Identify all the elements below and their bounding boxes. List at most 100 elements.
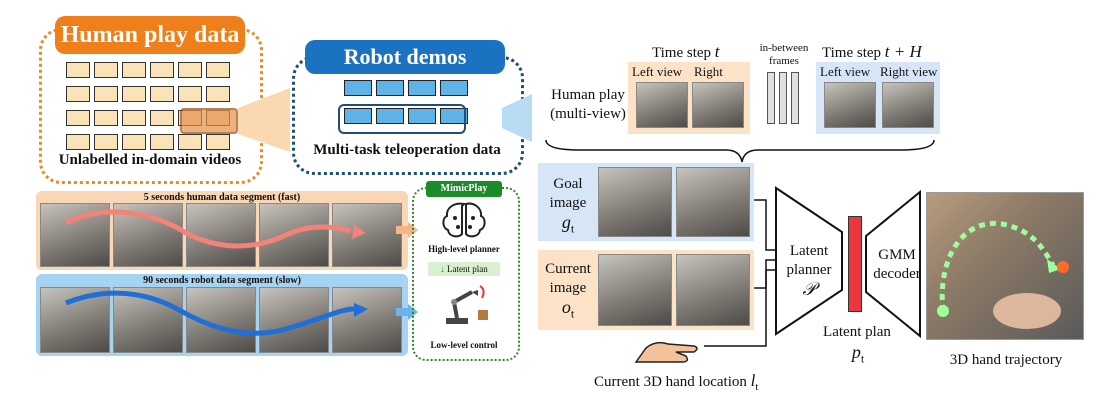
human-data-cell [122, 62, 146, 78]
human-data-cell [150, 62, 174, 78]
time-step-tH-panel: Left view Right view [816, 62, 940, 134]
plan-symbol-sub: t [860, 351, 865, 366]
robot-segment-frame [332, 287, 402, 353]
segment-frames [0, 0, 402, 353]
human-data-cell [66, 134, 90, 150]
human-data-cell [94, 134, 118, 150]
robot-data-cell [376, 108, 404, 124]
human-data-cell [150, 110, 174, 126]
gmm-line1: GMM [878, 247, 916, 263]
robot-demos-highlight [338, 104, 466, 134]
robot-demos-connector [502, 94, 532, 142]
human-play-caption: Unlabelled in-domain videos [58, 152, 242, 168]
goal-image-panel: Goal image gt [538, 163, 754, 241]
human-segment-label: 5 seconds human data segment (fast) [143, 192, 301, 203]
latent-plan-label: Latent plan [823, 324, 891, 340]
human-right-view-frame-tH [882, 82, 934, 128]
human-left-view-frame-t [636, 82, 688, 128]
human-to-robot-connector [238, 88, 290, 152]
hand-location-symbol: l [750, 371, 756, 390]
current-left-frame [598, 254, 672, 326]
human-data-cell [66, 62, 90, 78]
human-data-cell [178, 62, 202, 78]
goal-right-frame [676, 167, 750, 237]
latent-planner-line1: Latent [789, 243, 829, 259]
current-symbol: ot [540, 298, 596, 324]
human-data-cell [94, 86, 118, 102]
human-segment-frame [259, 203, 329, 267]
human-data-cell [178, 134, 202, 150]
brain-icon [442, 202, 486, 238]
between-frame-3 [791, 72, 799, 124]
plan-symbol-letter: p [851, 342, 861, 362]
human-data-cell [150, 86, 174, 102]
robot-data-cell [408, 80, 436, 96]
human-data-cell [206, 86, 230, 102]
time-step-tH-text: Time step [822, 45, 882, 61]
mimicplay-title: MimicPlay [426, 181, 502, 197]
trajectory-label: 3D hand trajectory [949, 352, 1063, 368]
between-frame-2 [779, 72, 787, 124]
planner-input-lines [704, 199, 776, 347]
goal-symbol: gt [542, 213, 594, 239]
robot-data-cell [440, 80, 468, 96]
human-play-multiview-label: Human play (multi-view) [548, 86, 628, 124]
goal-symbol-letter: g [561, 212, 571, 232]
robot-data-cell [376, 80, 404, 96]
gmm-decoder-block [865, 190, 921, 339]
latent-plan-tag: ↓ Latent plan [428, 262, 500, 276]
human-data-cell [206, 62, 230, 78]
current-symbol-sub: t [570, 306, 575, 321]
human-data-cell [66, 86, 90, 102]
human-trajectory-arrow [64, 209, 352, 249]
goal-image-label: Goal image gt [542, 175, 594, 239]
robot-trajectory-arrow [65, 290, 355, 336]
latent-planner-line2: planner [786, 262, 832, 278]
trajectory-overlay [937, 221, 1069, 329]
human-data-cell [94, 62, 118, 78]
human-data-cell [178, 86, 202, 102]
goal-line1: Goal [553, 176, 583, 192]
robot-data-cell [408, 108, 436, 124]
low-level-control-label: Low-level control [430, 340, 498, 350]
human-segment-frame [332, 203, 402, 267]
in-between-line2: frames [769, 55, 799, 67]
between-frame-1 [767, 72, 775, 124]
gmm-decoder-label: GMM decoder [872, 246, 922, 284]
hand-location-label: Current 3D hand location lt [594, 371, 758, 393]
goal-line2: image [549, 195, 587, 211]
time-step-t-label: Time step t [652, 42, 720, 62]
in-between-frames-label: in-between frames [752, 42, 816, 68]
left-view-label: Left view [632, 64, 683, 79]
latent-planner-block [775, 186, 843, 336]
human-play-line1: Human play [551, 87, 625, 103]
current-symbol-letter: o [561, 297, 571, 317]
human-data-cell [122, 134, 146, 150]
robot-demos-grid [344, 80, 474, 132]
segment-arrows [64, 209, 368, 336]
hand-location-text: Current 3D hand location [594, 374, 747, 390]
time-step-t-panel: Left view Right view [628, 62, 750, 134]
human-data-cell [66, 110, 90, 126]
latent-planner-label: Latent planner 𝒫 [778, 242, 840, 299]
human-data-cell [150, 134, 174, 150]
current-right-frame [676, 254, 750, 326]
robot-segment-label: 90 seconds robot data segment (slow) [143, 275, 301, 286]
time-step-tH-label: Time step t + H [822, 42, 922, 62]
human-data-cell [206, 134, 230, 150]
current-line1: Current [545, 261, 591, 277]
robot-segment-frame [40, 287, 110, 353]
robot-demos-title: Robot demos [305, 40, 505, 74]
latent-plan-symbol: pt [838, 342, 878, 367]
robot-data-cell [344, 108, 372, 124]
current-image-panel: Current image ot [538, 250, 754, 330]
human-data-cell [94, 110, 118, 126]
in-between-line1: in-between [759, 42, 809, 54]
robot-data-cell [440, 108, 468, 124]
hand-icon [634, 341, 698, 363]
planner-symbol: 𝒫 [802, 279, 816, 299]
robot-demos-caption: Multi-task teleoperation data [313, 142, 501, 158]
time-step-t-text: Time step [652, 45, 712, 61]
hand-location-sub: t [755, 381, 759, 393]
time-step-t-symbol: t [714, 42, 720, 61]
